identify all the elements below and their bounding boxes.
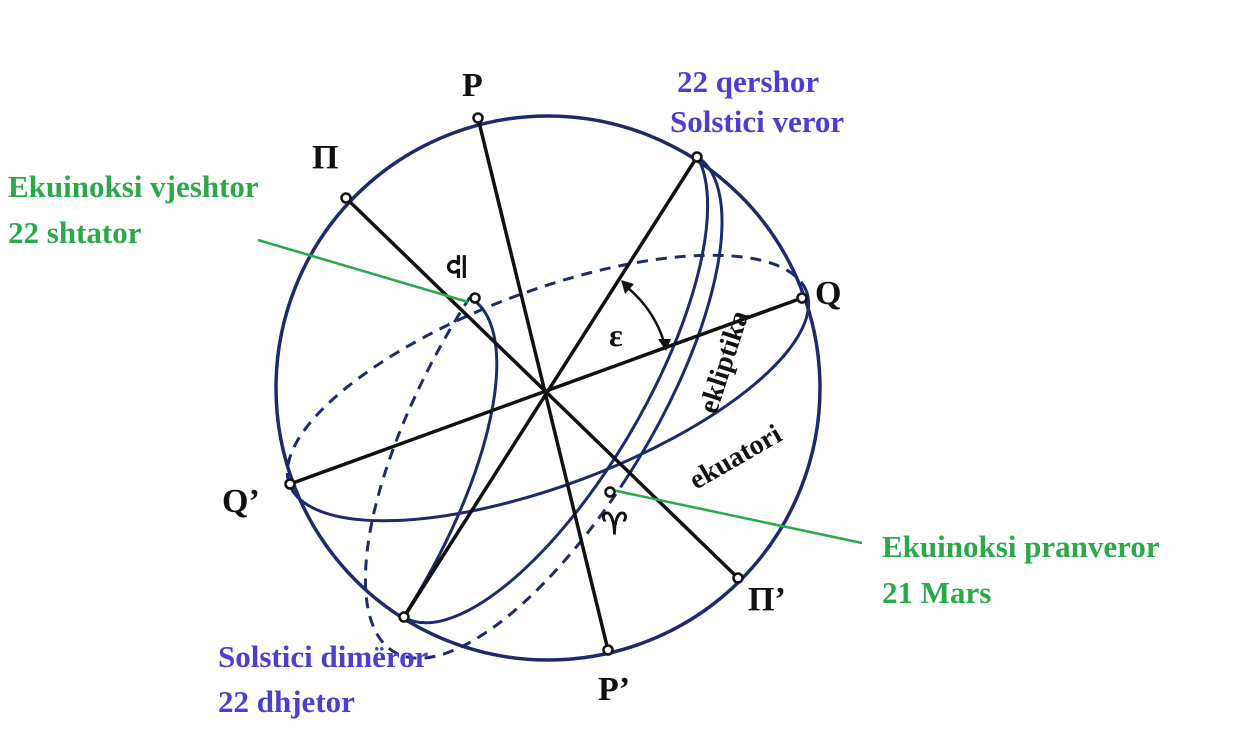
equator-circle: [285, 253, 811, 523]
label-Pi: Π: [312, 139, 338, 176]
point-winter-solstice: [398, 611, 410, 623]
equator-label: ekuatori: [684, 419, 787, 497]
ecliptic-circle: [363, 155, 724, 660]
autumn-equinox-pointer: [257, 238, 469, 304]
label-Q: Q: [815, 275, 841, 312]
pole-axis-P: [476, 117, 610, 651]
winter-solstice-name: Solstici dimëror: [218, 639, 429, 674]
summer-solstice-name: Solstici veror: [670, 104, 844, 139]
point-summer-solstice: [691, 151, 703, 163]
winter-solstice-date: 22 dhjetor: [218, 684, 355, 719]
spring-equinox-name: Ekuinoksi pranveror: [882, 529, 1160, 564]
summer-solstice-date: 22 qershor: [677, 64, 819, 99]
point-Pi-prime: [732, 572, 744, 584]
obliquity-angle: [621, 280, 671, 351]
autumn-equinox-date: 22 shtator: [8, 215, 142, 250]
point-P: [472, 112, 484, 124]
spring-equinox-date: 21 Mars: [882, 575, 991, 610]
epsilon-symbol: ε: [609, 317, 623, 353]
ecliptic-pole-axis: [344, 196, 740, 580]
axis-lines: [289, 117, 803, 651]
label-Pi-prime: Π’: [748, 581, 786, 618]
point-Pi: [340, 192, 352, 204]
libra-symbol: ♎︎: [441, 253, 474, 280]
label-P-prime: P’: [598, 671, 630, 708]
aries-symbol: ♈︎: [601, 508, 628, 541]
spring-equinox-pointer: [611, 488, 863, 545]
point-autumn-equinox: [469, 292, 481, 304]
point-Q: [796, 292, 808, 304]
label-Q-prime: Q’: [222, 483, 260, 520]
celestial-sphere: [274, 114, 822, 662]
point-P-prime: [602, 644, 614, 656]
point-spring-equinox: [604, 486, 616, 498]
autumn-equinox-name: Ekuinoksi vjeshtor: [8, 169, 259, 204]
label-P: P: [462, 67, 483, 104]
sphere-points: [284, 112, 808, 656]
point-Q-prime: [284, 478, 296, 490]
solstice-diameter: [402, 156, 699, 618]
